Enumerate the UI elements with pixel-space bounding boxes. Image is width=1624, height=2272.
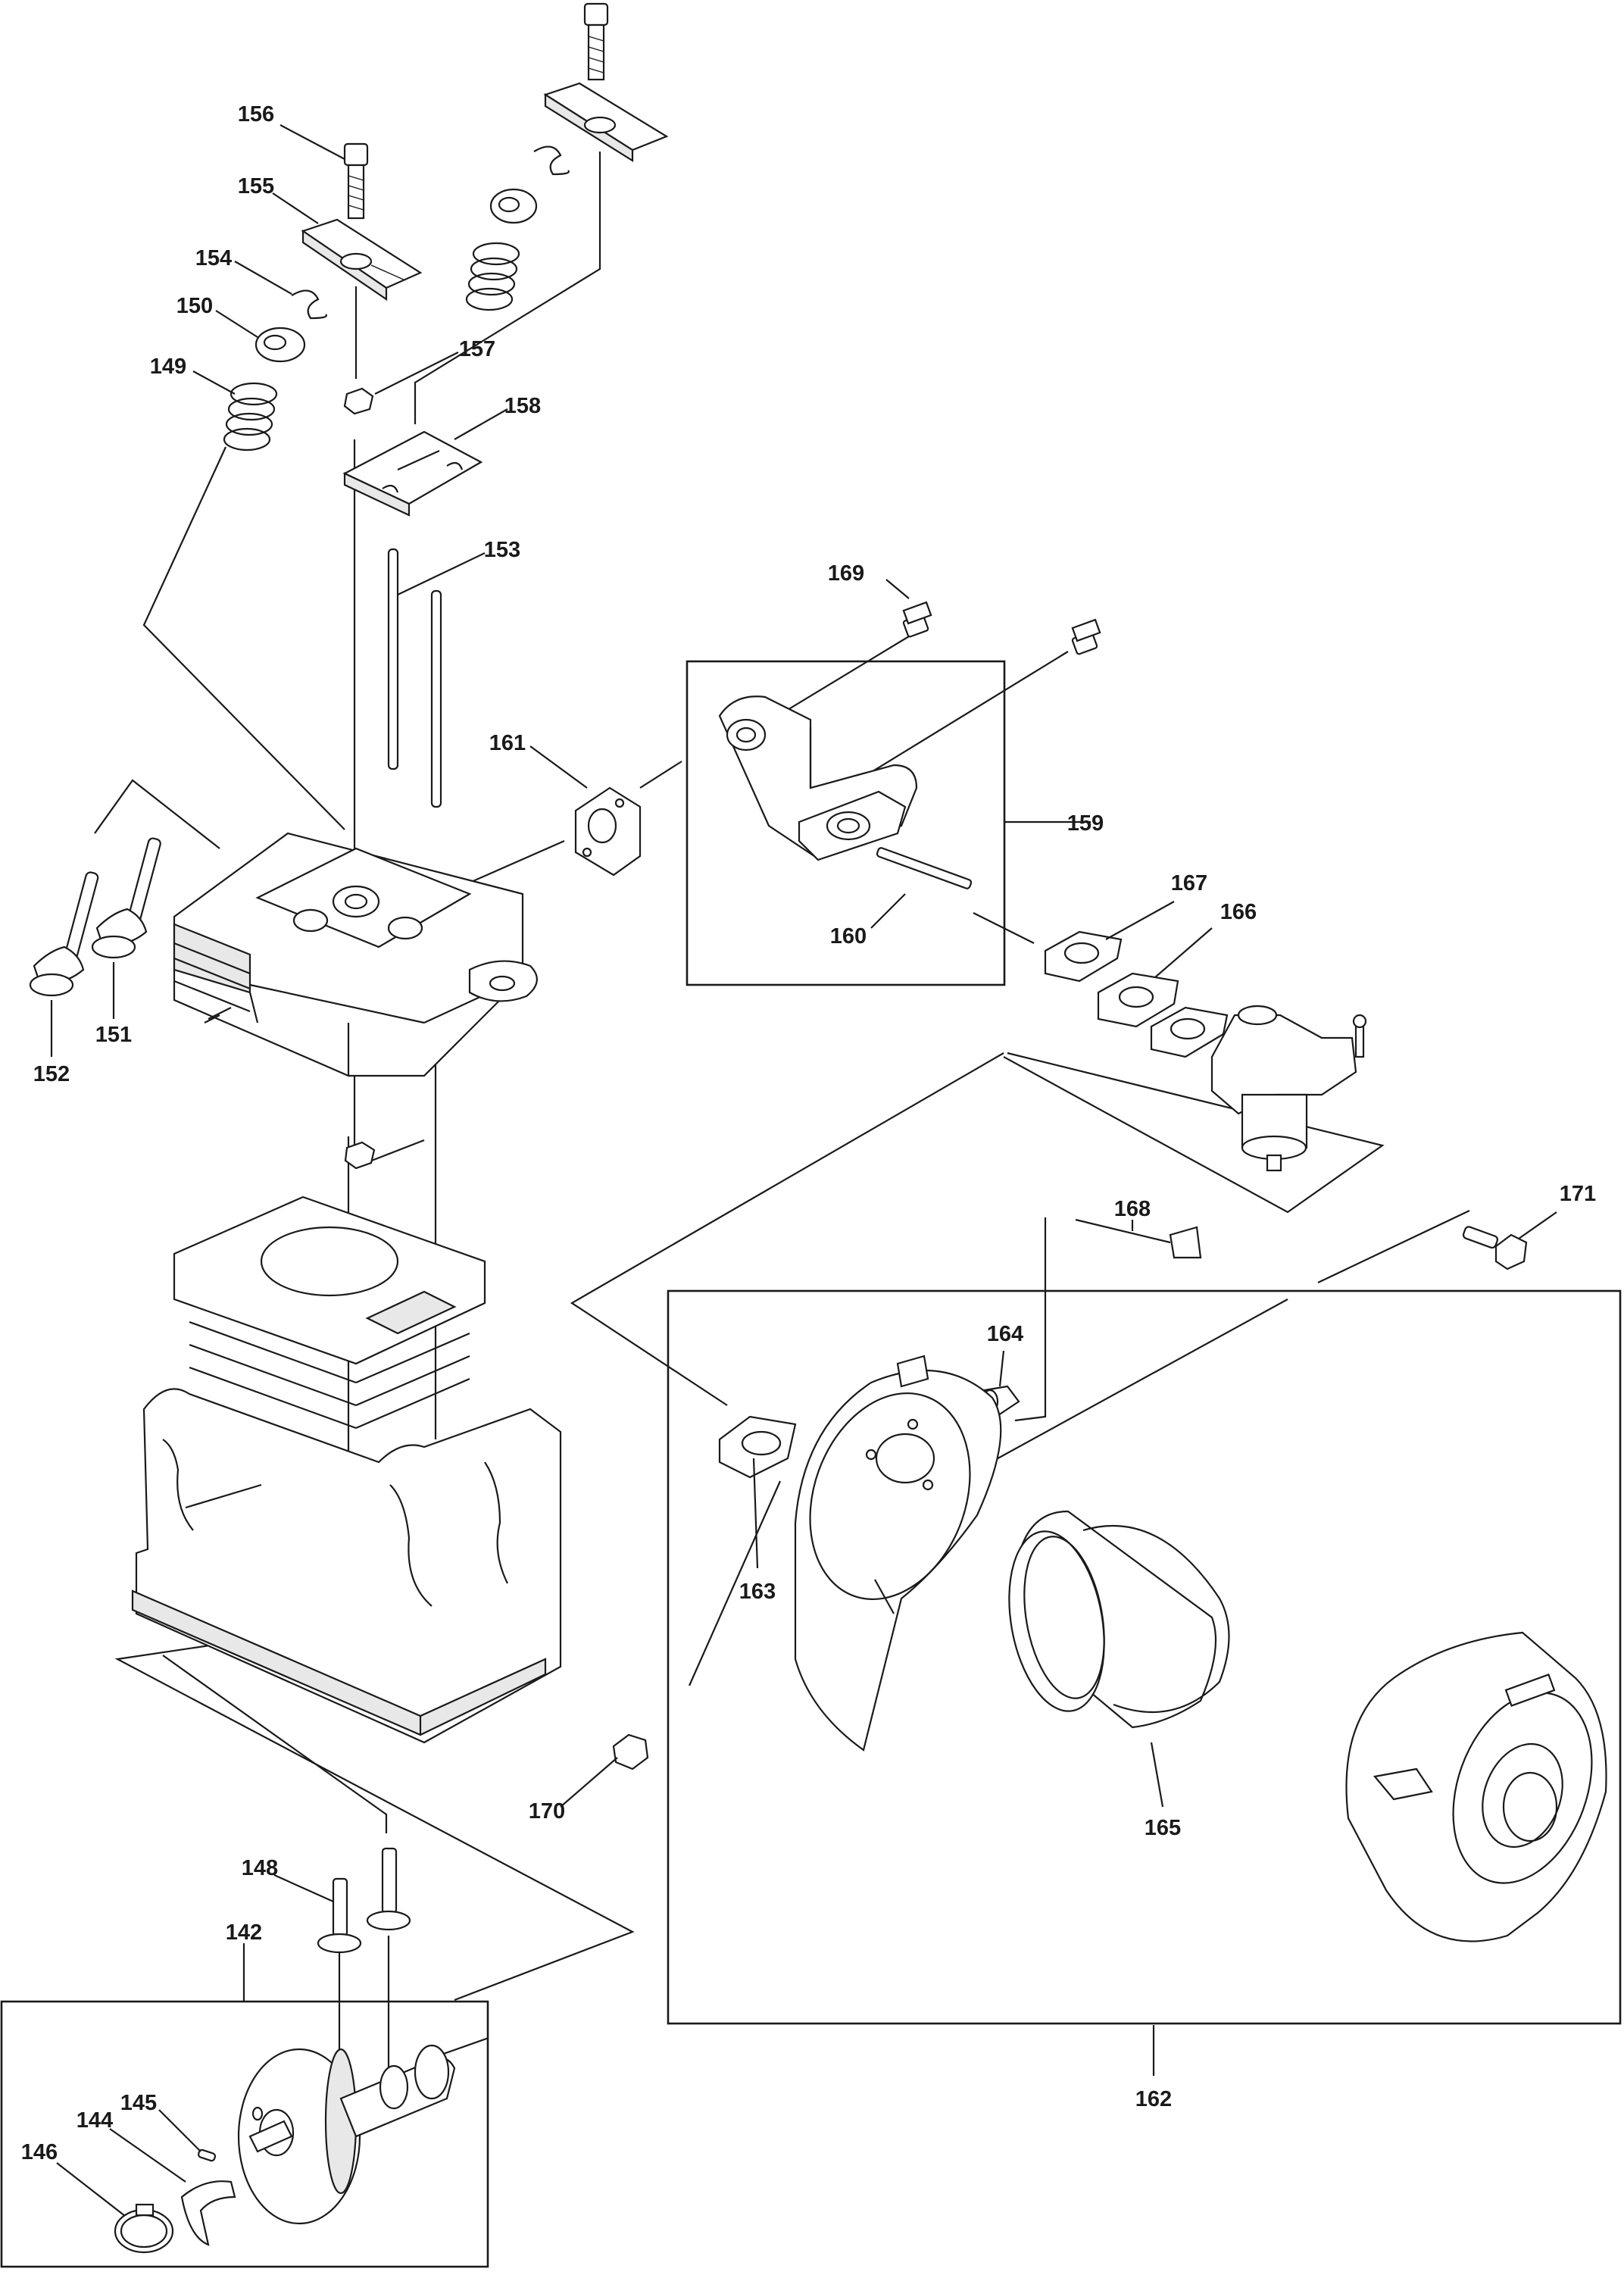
cylinder-head — [173, 832, 538, 1077]
tappet-148 — [317, 1847, 411, 1954]
valve-keeper-right — [533, 145, 570, 176]
label-171: 171 — [1560, 1182, 1596, 1206]
intake-valve-151 — [91, 837, 161, 959]
carb-gasket — [1150, 1006, 1229, 1058]
label-164: 164 — [987, 1322, 1023, 1346]
part-number-labels: 156 155 154 150 149 157 158 153 169 161 … — [21, 102, 1596, 2164]
label-170: 170 — [529, 1799, 565, 1824]
air-cleaner-group-box — [667, 1289, 1622, 2025]
carburetor — [1210, 1005, 1367, 1172]
label-157: 157 — [459, 337, 495, 361]
label-leaders — [50, 124, 1557, 2217]
carburetor-group-box — [686, 660, 1006, 986]
exhaust-valve-152 — [29, 871, 99, 997]
circlip-146 — [114, 2203, 174, 2254]
rocker-bolt-right — [583, 2, 609, 81]
label-154: 154 — [195, 246, 232, 270]
label-166: 166 — [1220, 900, 1257, 924]
flange-nut-170 — [612, 1733, 649, 1770]
stud-160 — [876, 847, 973, 889]
intake-bracket-159 — [718, 695, 918, 861]
valve-spring-right — [465, 242, 520, 311]
valve-keeper-154 — [291, 289, 327, 320]
choke-rod-168 — [1075, 1218, 1202, 1259]
label-165: 165 — [1145, 1816, 1181, 1840]
gasket-161 — [574, 786, 642, 877]
gasket-167 — [1044, 930, 1123, 983]
spacer-166 — [1097, 972, 1179, 1028]
camshaft-142 — [237, 2044, 456, 2225]
label-146: 146 — [21, 2140, 58, 2164]
label-156: 156 — [238, 102, 274, 127]
push-rods-153 — [387, 548, 442, 808]
label-148: 148 — [242, 1856, 278, 1880]
label-152: 152 — [33, 1062, 70, 1086]
head-nut — [344, 1141, 376, 1170]
engine-block — [131, 1195, 562, 1744]
label-145: 145 — [120, 2091, 157, 2115]
label-162: 162 — [1135, 2087, 1172, 2111]
label-158: 158 — [504, 394, 541, 418]
spring-retainer-150 — [255, 327, 306, 363]
label-155: 155 — [238, 174, 274, 198]
air-cleaner-cover — [1345, 1631, 1607, 1942]
rocker-bolt-156 — [343, 142, 369, 220]
label-169: 169 — [828, 561, 864, 586]
pin-145 — [197, 2149, 217, 2162]
rocker-arm-155 — [301, 218, 423, 302]
label-153: 153 — [484, 538, 520, 562]
label-160: 160 — [830, 924, 867, 948]
valve-spring-149 — [223, 382, 278, 452]
governor-weight-144 — [180, 2180, 236, 2246]
air-cleaner-base — [794, 1355, 1002, 1752]
label-163: 163 — [739, 1580, 776, 1604]
label-149: 149 — [150, 355, 186, 379]
spring-retainer-right — [489, 188, 538, 224]
label-161: 161 — [489, 731, 526, 755]
adjust-nut-157 — [343, 387, 374, 415]
air-filter-element-165 — [1008, 1510, 1230, 1729]
rocker-arm-right — [543, 82, 669, 162]
push-rod-guide-plate-158 — [342, 430, 483, 517]
gasket-163 — [718, 1415, 797, 1479]
label-150: 150 — [176, 294, 213, 318]
bolt-171 — [1462, 1226, 1528, 1270]
bolt-169 — [902, 601, 932, 638]
label-168: 168 — [1114, 1197, 1151, 1221]
label-144: 144 — [77, 2108, 113, 2133]
label-167: 167 — [1171, 871, 1207, 895]
label-151: 151 — [95, 1023, 132, 1047]
bolt-right — [1071, 618, 1101, 655]
label-159: 159 — [1067, 811, 1104, 836]
label-142: 142 — [226, 1920, 262, 1945]
